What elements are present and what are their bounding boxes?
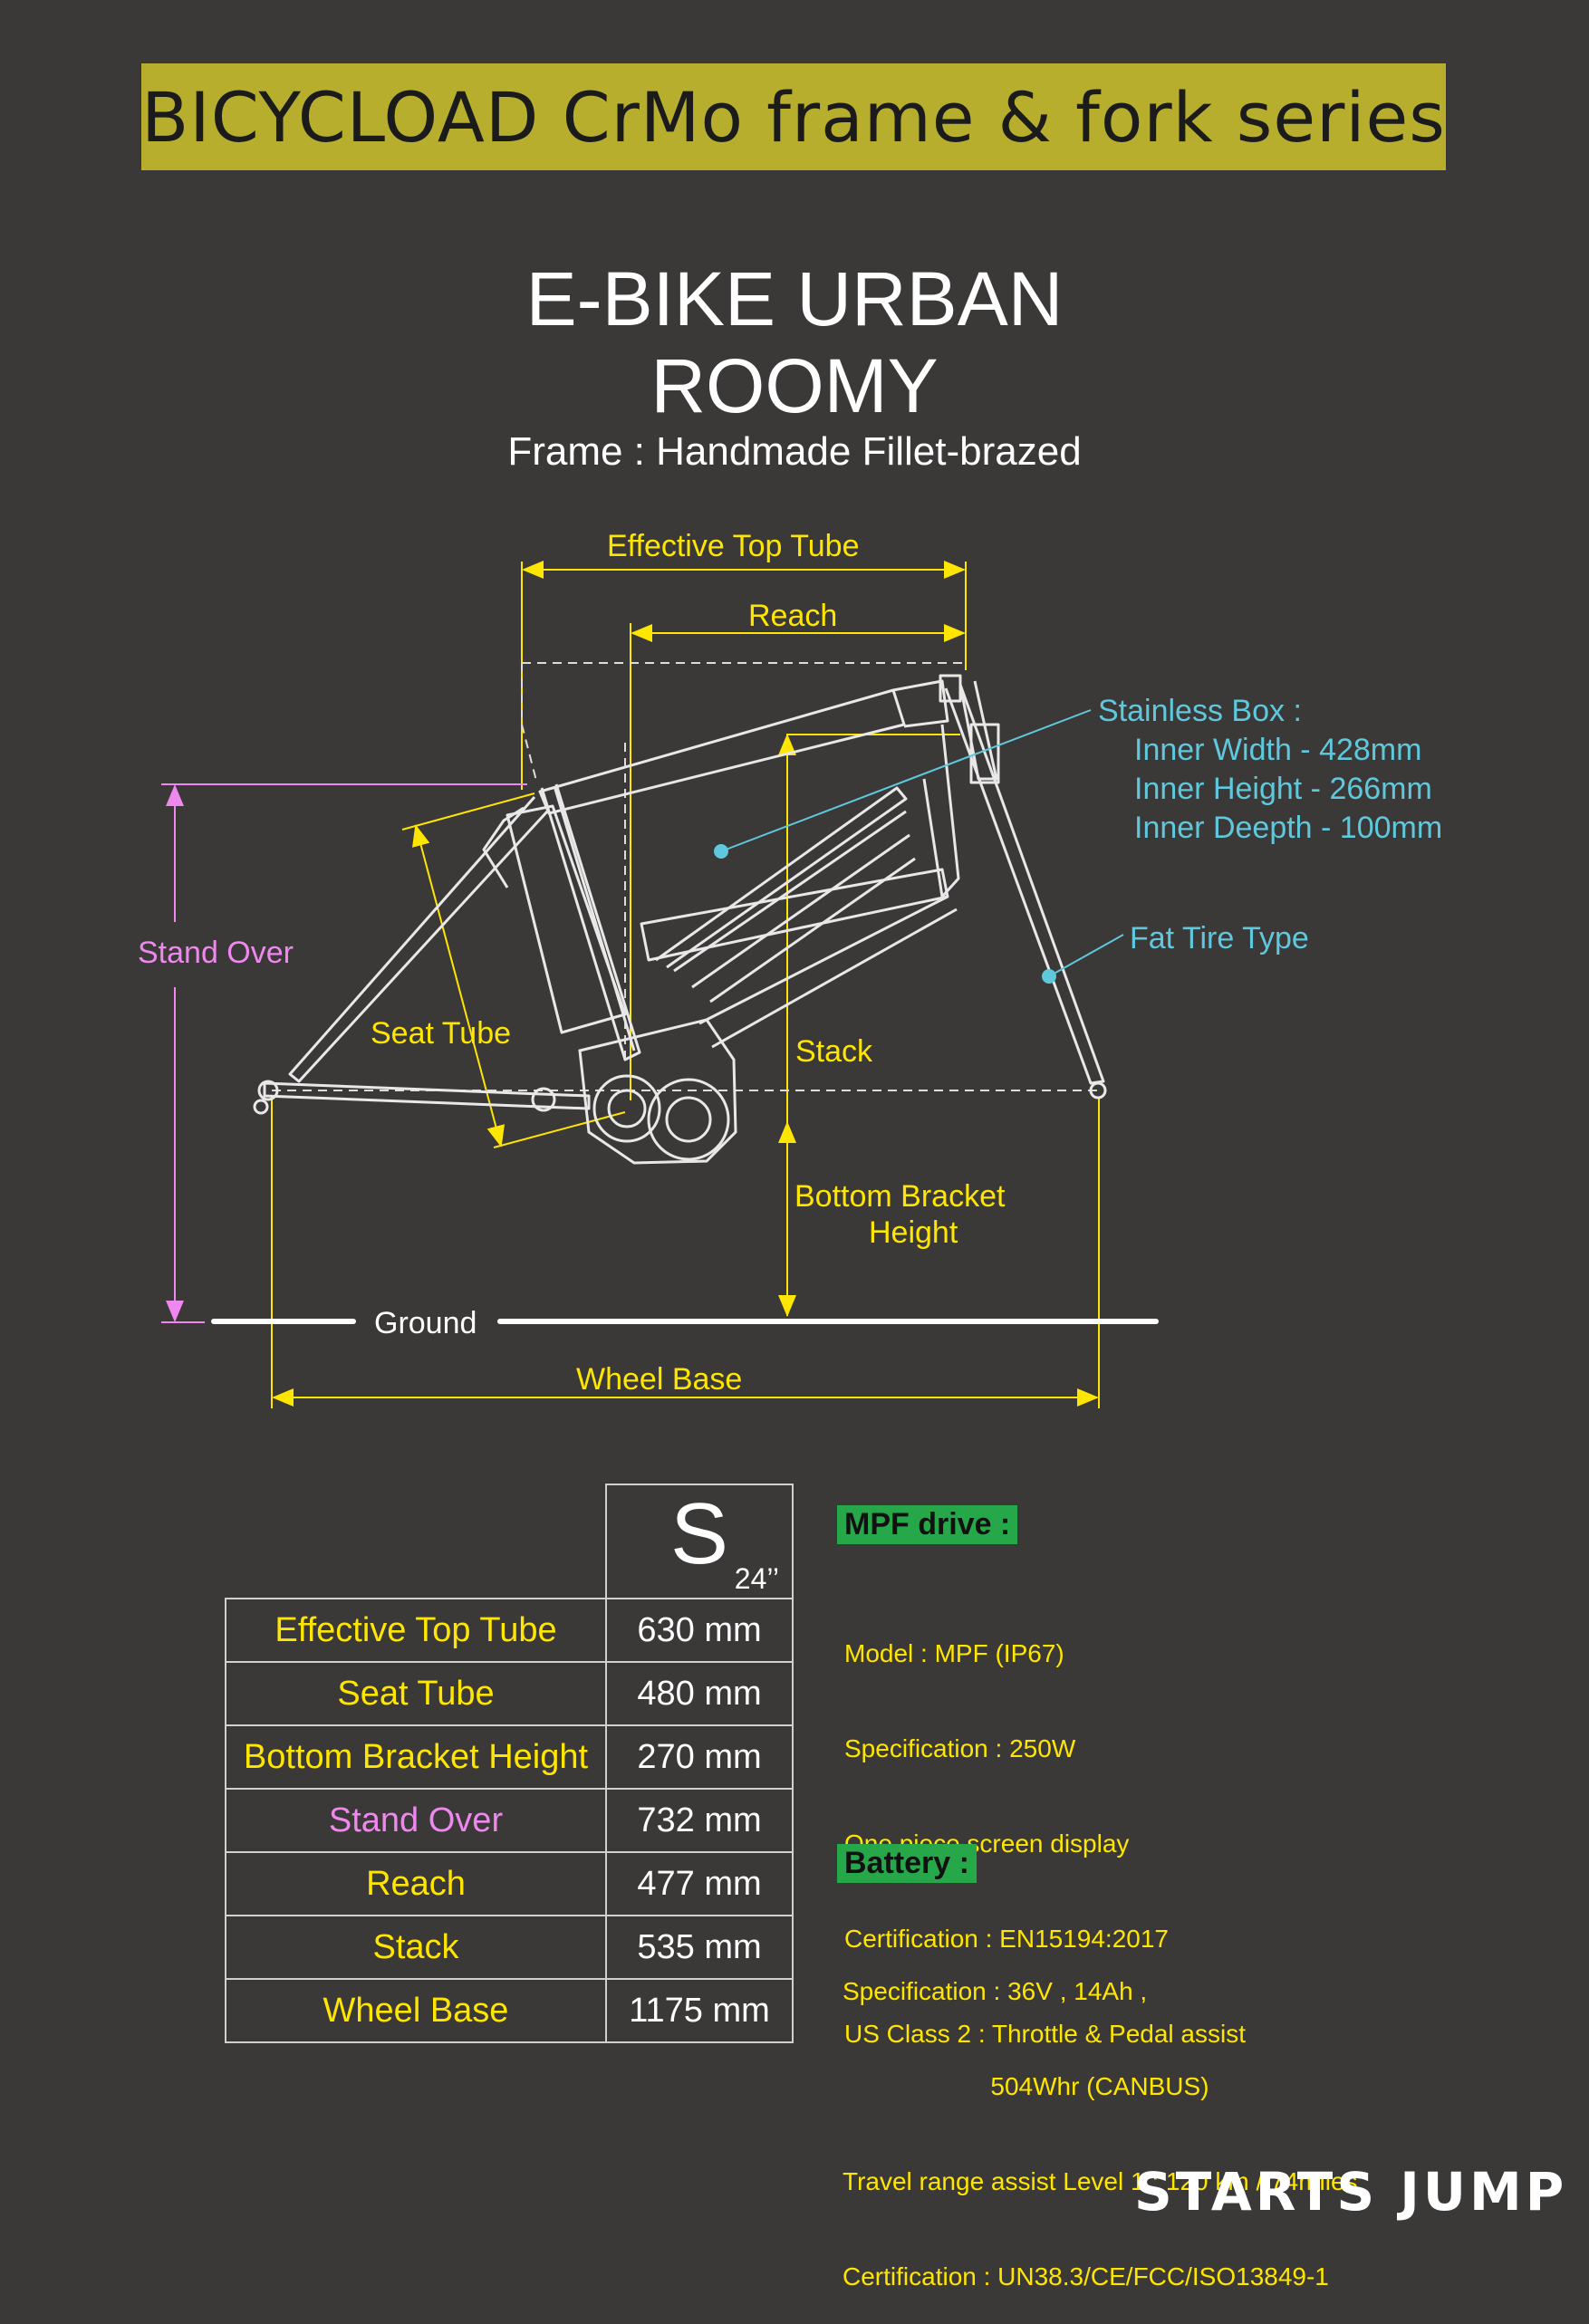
label-reach: Reach <box>748 599 838 633</box>
drive-spec-line: Specification : 250W <box>844 1734 1076 1762</box>
row-value: 477 mm <box>605 1851 794 1916</box>
battery-spec-list: Specification : 36V , 14Ah , 504Whr (CAN… <box>843 1912 1358 2324</box>
brand-logo: STARTS JUMP <box>1134 2161 1568 2223</box>
drive-spec-line: US Class 2 : Throttle & Pedal assist <box>844 2020 1246 2048</box>
drive-header: MPF drive : <box>837 1505 1018 1544</box>
battery-spec-line: 504Whr (CANBUS) <box>843 2072 1209 2100</box>
geometry-table: S 24’’ Effective Top Tube 630 mm Seat Tu… <box>225 1484 794 2043</box>
series-title: BICYCLOAD CrMo frame & fork series <box>141 76 1446 158</box>
frame-geometry-diagram <box>161 561 1159 1408</box>
callout-lines <box>714 709 1124 984</box>
wheel-size: 24’’ <box>734 1562 779 1595</box>
row-value: 535 mm <box>605 1915 794 1980</box>
row-value: 270 mm <box>605 1724 794 1790</box>
table-row: Stack 535 mm <box>225 1915 794 1980</box>
row-name: Stack <box>225 1915 607 1980</box>
table-row: Effective Top Tube 630 mm <box>225 1598 794 1663</box>
table-row: Reach 477 mm <box>225 1851 794 1916</box>
drive-spec-line: Certification : EN15194:2017 <box>844 1925 1169 1953</box>
label-box-depth: Inner Deepth - 100mm <box>1134 811 1443 845</box>
label-seat-tube: Seat Tube <box>371 1016 512 1051</box>
label-ground: Ground <box>374 1306 477 1340</box>
table-row: Stand Over 732 mm <box>225 1788 794 1853</box>
label-box-height: Inner Height - 266mm <box>1134 772 1432 806</box>
stand-over-line <box>161 783 527 1323</box>
table-row: Wheel Base 1175 mm <box>225 1978 794 2043</box>
battery-spec-line: Specification : 36V , 14Ah , <box>843 1977 1148 2005</box>
row-value: 732 mm <box>605 1788 794 1853</box>
row-name: Wheel Base <box>225 1978 607 2043</box>
battery-header: Battery : <box>837 1844 977 1883</box>
label-stack: Stack <box>795 1034 873 1069</box>
size-label: S <box>669 1485 729 1582</box>
row-value: 480 mm <box>605 1661 794 1726</box>
label-fork-type: Fat Tire Type <box>1130 921 1309 956</box>
row-name: Effective Top Tube <box>225 1598 607 1663</box>
label-effective-top-tube: Effective Top Tube <box>607 529 860 563</box>
label-box-width: Inner Width - 428mm <box>1134 733 1422 767</box>
dimension-lines <box>271 561 1100 1408</box>
row-name: Stand Over <box>225 1788 607 1853</box>
row-name: Reach <box>225 1851 607 1916</box>
row-name: Bottom Bracket Height <box>225 1724 607 1790</box>
series-banner: BICYCLOAD CrMo frame & fork series <box>141 63 1446 170</box>
battery-spec-line: Travel range assist Level 1 : 120 km / 7… <box>843 2167 1358 2195</box>
drive-spec-line: Model : MPF (IP67) <box>844 1639 1064 1667</box>
bike-frame <box>263 674 1105 1110</box>
table-row: Seat Tube 480 mm <box>225 1661 794 1726</box>
row-name: Seat Tube <box>225 1661 607 1726</box>
label-bb-height-line1: Bottom Bracket <box>794 1179 1006 1214</box>
table-row: Bottom Bracket Height 270 mm <box>225 1724 794 1790</box>
battery-spec-line: Certification : UN38.3/CE/FCC/ISO13849-1 <box>843 2262 1329 2290</box>
rear-dropout <box>253 1080 1107 1115</box>
row-value: 630 mm <box>605 1598 794 1663</box>
size-header: S 24’’ <box>605 1484 794 1599</box>
product-name-line1: E-BIKE URBAN <box>525 256 1064 341</box>
label-stand-over: Stand Over <box>138 936 294 970</box>
label-bb-height-line2: Height <box>869 1215 958 1250</box>
label-stainless-box: Stainless Box : <box>1098 694 1302 728</box>
frame-description: Frame : Handmade Fillet-brazed <box>507 429 1082 474</box>
row-value: 1175 mm <box>605 1978 794 2043</box>
mid-drive-motor <box>531 1018 737 1165</box>
product-name-line2: ROOMY <box>650 343 939 428</box>
label-wheel-base: Wheel Base <box>576 1362 743 1397</box>
